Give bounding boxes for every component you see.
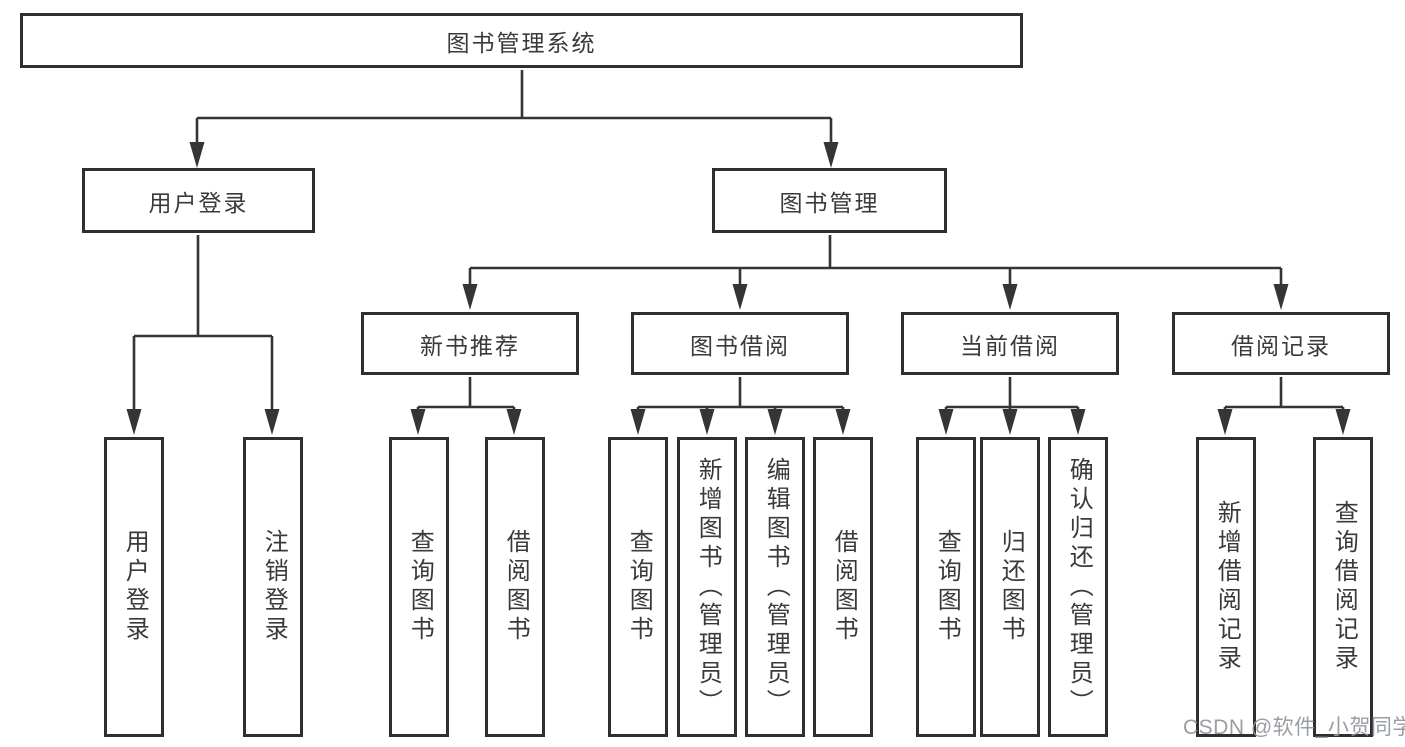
node-label: 确认归还（管理员） <box>1065 456 1093 718</box>
node-label: 图书管理 <box>779 189 880 216</box>
node-root: 图书管理系统 <box>20 13 1023 68</box>
node-label: 借阅图书 <box>502 529 530 645</box>
node-leaf-user-login: 用户登录 <box>104 437 164 737</box>
node-label: 查询图书 <box>933 529 961 645</box>
watermark: CSDN @软件_小贺同学 <box>1183 716 1405 739</box>
node-leaf-edit-book-admin: 编辑图书（管理员） <box>745 437 805 737</box>
node-leaf-query-book-3: 查询图书 <box>916 437 976 737</box>
node-label: 用户登录 <box>148 189 249 216</box>
node-leaf-logout: 注销登录 <box>243 437 303 737</box>
node-label: 图书借阅 <box>690 332 790 359</box>
node-leaf-query-book-2: 查询图书 <box>608 437 668 737</box>
node-label: 注销登录 <box>260 529 288 645</box>
node-leaf-query-book-1: 查询图书 <box>389 437 449 737</box>
node-leaf-query-borrow-record: 查询借阅记录 <box>1313 437 1373 737</box>
node-label: 图书管理系统 <box>446 29 597 56</box>
node-label: 新增图书（管理员） <box>694 456 722 718</box>
node-label: 查询图书 <box>406 529 434 645</box>
node-label: 新增借阅记录 <box>1213 500 1241 674</box>
node-leaf-confirm-return-admin: 确认归还（管理员） <box>1048 437 1108 737</box>
node-label: 当前借阅 <box>960 332 1060 359</box>
node-new-book-recommend: 新书推荐 <box>361 312 579 375</box>
node-label: 查询图书 <box>625 529 653 645</box>
node-label: 借阅图书 <box>830 529 858 645</box>
node-book-management: 图书管理 <box>712 168 947 233</box>
node-leaf-borrow-book-1: 借阅图书 <box>485 437 545 737</box>
node-label: 编辑图书（管理员） <box>762 456 790 718</box>
node-current-borrow: 当前借阅 <box>901 312 1119 375</box>
node-user-login: 用户登录 <box>82 168 315 233</box>
node-leaf-borrow-book-2: 借阅图书 <box>813 437 873 737</box>
node-label: 用户登录 <box>121 529 149 645</box>
node-leaf-add-book-admin: 新增图书（管理员） <box>677 437 737 737</box>
arrowheads <box>126 142 1351 435</box>
node-label: 归还图书 <box>997 529 1025 645</box>
node-label: 查询借阅记录 <box>1330 500 1358 674</box>
node-book-borrow: 图书借阅 <box>631 312 849 375</box>
node-leaf-return-book: 归还图书 <box>980 437 1040 737</box>
node-leaf-add-borrow-record: 新增借阅记录 <box>1196 437 1256 737</box>
node-label: 新书推荐 <box>420 332 520 359</box>
node-label: 借阅记录 <box>1231 332 1331 359</box>
node-borrow-record: 借阅记录 <box>1172 312 1390 375</box>
